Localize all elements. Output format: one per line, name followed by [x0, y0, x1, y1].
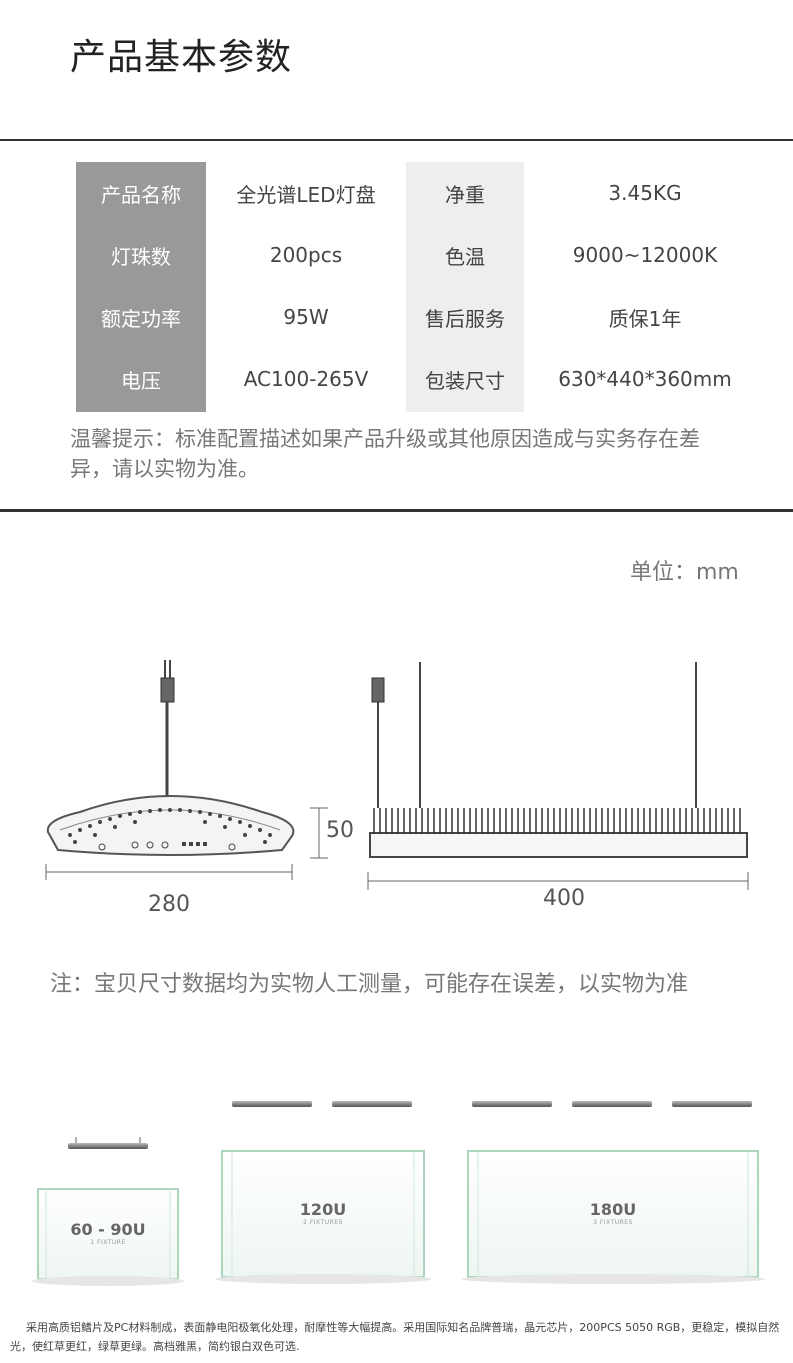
tank-180: [461, 1101, 765, 1284]
tank-label-60-90: 60 - 90U 1 FIXTURE: [58, 1220, 158, 1246]
spec-value: 9000~12000K: [572, 243, 718, 267]
tank-label-180: 180U 3 FIXTURES: [563, 1200, 663, 1226]
spec-key: 电压: [121, 368, 161, 393]
spec-key: 产品名称: [101, 182, 181, 207]
spec-key: 额定功率: [101, 306, 181, 331]
spec-table: 产品名称 灯珠数 额定功率 电压 全光谱LED灯盘 200pcs 95W AC1…: [76, 162, 766, 412]
spec-value: 全光谱LED灯盘: [236, 182, 376, 207]
spec-value: 95W: [283, 305, 329, 329]
spec-value: 3.45KG: [608, 181, 682, 205]
spec-value: 200pcs: [269, 243, 343, 267]
spec-value: AC100-265V: [243, 367, 369, 391]
tank-size: 120U: [299, 1200, 347, 1219]
front-view: [369, 662, 748, 858]
height-dimension-line: [310, 807, 328, 859]
height-label: 50: [326, 818, 354, 843]
spec-key: 色温: [445, 244, 485, 269]
spec-key: 灯珠数: [111, 244, 171, 269]
tank-60-90: [32, 1137, 184, 1286]
spec-key: 净重: [445, 182, 485, 207]
width-dimension-line: [45, 864, 293, 880]
spec-key-column-right: 净重 色温 售后服务 包装尺寸: [406, 162, 524, 412]
spec-key: 售后服务: [425, 306, 505, 331]
divider-top: [0, 139, 793, 141]
tank-fixtures: 2 FIXTURES: [303, 1219, 343, 1226]
divider-middle: [0, 509, 793, 512]
spec-value: 质保1年: [608, 306, 682, 331]
fixture-drawing: [45, 660, 749, 890]
tip-note: 温馨提示：标准配置描述如果产品升级或其他原因造成与实务存在差异，请以实物为准。: [70, 427, 700, 481]
dimension-diagram: 280 50 400: [0, 650, 793, 930]
width-label: 280: [148, 892, 190, 917]
spec-value: 630*440*360mm: [558, 367, 732, 391]
tank-size: 180U: [589, 1200, 637, 1219]
tank-120: [215, 1101, 431, 1284]
page-title: 产品基本参数: [70, 37, 293, 78]
side-view: [46, 660, 295, 856]
spec-value-column-right: 3.45KG 9000~12000K 质保1年 630*440*360mm: [524, 162, 766, 412]
tank-fixtures: 3 FIXTURES: [593, 1219, 633, 1226]
length-dimension-line: [367, 872, 749, 890]
tank-illustrations: 60 - 90U 1 FIXTURE 120U 2 FIXTURES 180U …: [0, 1085, 793, 1295]
spec-value-column-left: 全光谱LED灯盘 200pcs 95W AC100-265V: [206, 162, 406, 412]
side-view-dots: [68, 808, 272, 851]
spec-key-column-left: 产品名称 灯珠数 额定功率 电压: [76, 162, 206, 412]
tank-drawing: [32, 1101, 765, 1286]
spec-key: 包装尺寸: [425, 368, 505, 393]
footer-description: 采用高质铝鳍片及PC材料制成，表面静电阳极氧化处理，耐摩性等大幅提高。采用国际知…: [10, 1321, 780, 1353]
length-label: 400: [543, 886, 585, 911]
size-note: 注：宝贝尺寸数据均为实物人工测量，可能存在误差，以实物为准: [50, 972, 689, 997]
heatsink-fins: [373, 808, 741, 834]
tank-size: 60 - 90U: [70, 1220, 146, 1239]
tank-label-120: 120U 2 FIXTURES: [273, 1200, 373, 1226]
tank-fixtures: 1 FIXTURE: [90, 1239, 126, 1246]
unit-label: 单位：mm: [630, 560, 739, 585]
